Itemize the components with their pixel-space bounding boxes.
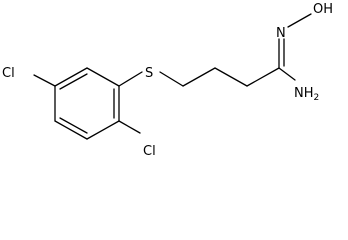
hydroxyl-label: OH: [313, 2, 333, 17]
bond-sulfur-ch2-1: [159, 71, 184, 87]
chlorine-bottom-label: Cl: [143, 144, 156, 157]
bond-ring-sulfur: [118, 71, 143, 87]
bond-ch2-2-ch2-3: [214, 67, 248, 87]
molecule-diagram: Cl Cl S N OH NH2: [0, 0, 348, 157]
canvas-background: [0, 0, 348, 157]
bond-ch2-3-amidine-c: [246, 67, 280, 87]
sulfur-label: S: [145, 66, 153, 81]
amine-label: NH2: [294, 86, 319, 103]
ring-bond-c3-c4: [54, 120, 88, 140]
bond-ch2-1-ch2-2: [182, 67, 216, 87]
bond-ring-cl-left: [33, 74, 56, 87]
ring-double-bond-inner-1: [59, 73, 88, 90]
ring-bond-c1-c2: [54, 67, 88, 87]
amine-subscript: 2: [314, 93, 320, 103]
amine-main-text: NH: [294, 86, 314, 101]
ring-bond-c4-c5: [86, 120, 120, 140]
ring-double-bond-inner-2: [59, 117, 88, 134]
benzene-ring: [54, 67, 120, 140]
bond-n-oh: [287, 13, 312, 28]
ring-bond-c6-c1: [86, 67, 120, 87]
hydroxylamine-nitrogen-label: N: [276, 26, 286, 41]
bond-ring-cl-bottom: [118, 120, 141, 134]
chlorine-left-label: Cl: [2, 66, 15, 81]
bond-amidine-c-nh2: [278, 67, 296, 81]
